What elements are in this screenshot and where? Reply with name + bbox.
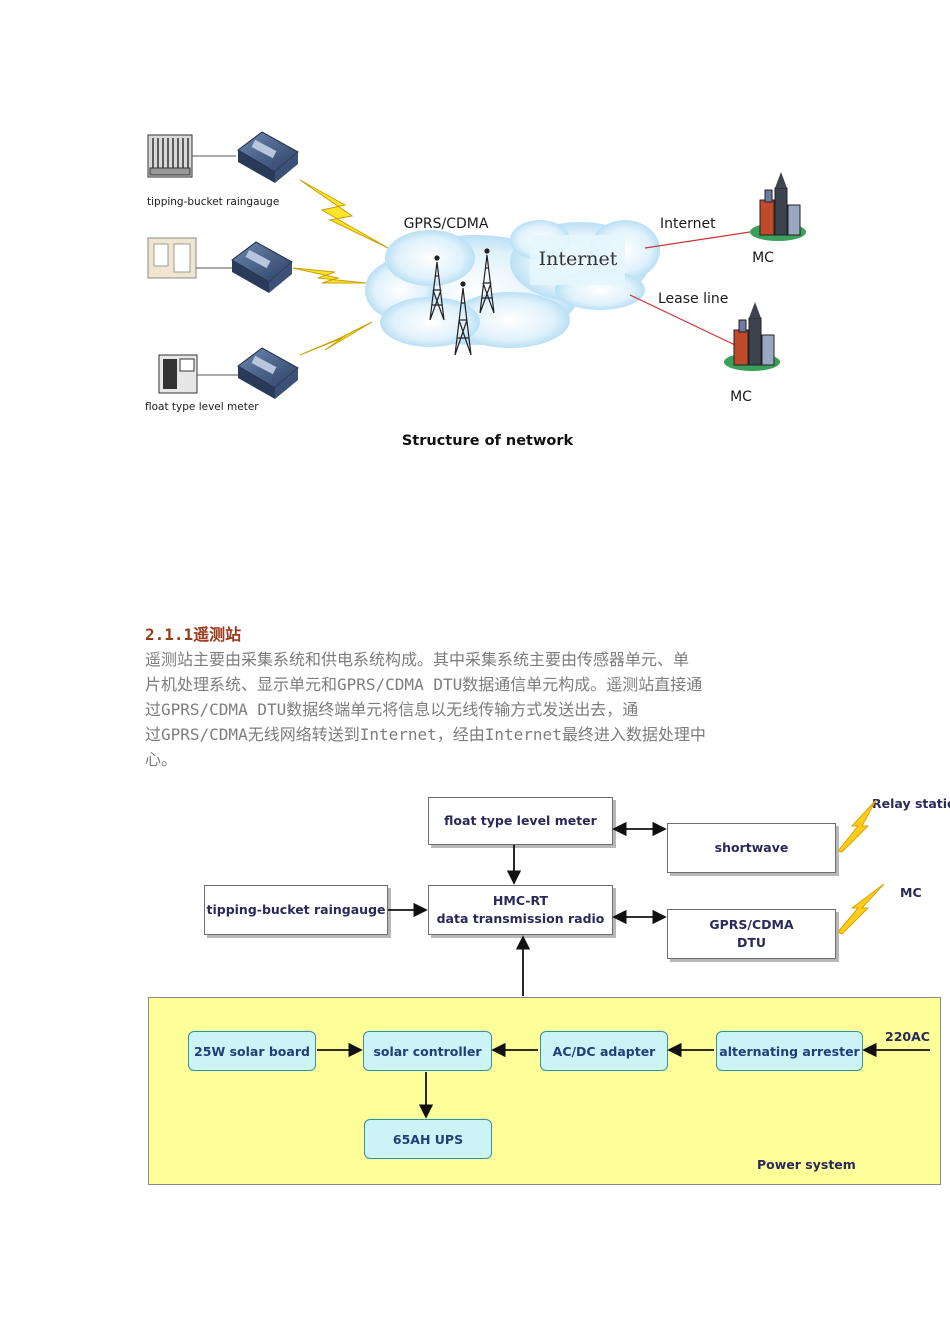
power-system-label: Power system	[757, 1157, 856, 1172]
dtu-modem-icon	[237, 131, 299, 183]
lightning-icon	[837, 799, 877, 853]
section-line: 过GPRS/CDMA无线网络转送到Internet，经由Internet最终进入…	[145, 725, 706, 744]
mc-building-icon	[724, 302, 780, 371]
power-system-panel	[148, 997, 941, 1185]
lightning-icon	[299, 179, 389, 249]
mc-top-label: MC	[752, 250, 774, 266]
mc-label: MC	[900, 885, 922, 900]
tower-icon	[454, 281, 472, 356]
mc-bottom-label: MC	[730, 389, 752, 405]
section-line: 片机处理系统、显示单元和GPRS/CDMA DTU数据通信单元构成。遥测站直接通	[145, 675, 703, 694]
figure-caption: Structure of network	[401, 433, 574, 449]
mc-building-icon	[750, 172, 806, 241]
float-meter-box: float type level meter	[428, 797, 613, 845]
hmc-rt-title: HMC-RT	[492, 893, 549, 908]
float-meter-device-icon	[158, 354, 238, 394]
lightning-icon	[837, 883, 885, 935]
gprs-dtu-title: GPRS/CDMA	[709, 917, 794, 932]
section-2-1-1: 2.1.1遥测站 遥测站主要由采集系统和供电系统构成。其中采集系统主要由传感器单…	[145, 622, 805, 772]
float-meter-label: float type level meter	[145, 401, 259, 413]
raingauge-device-icon	[147, 134, 236, 178]
section-line: 过GPRS/CDMA DTU数据终端单元将信息以无线传输方式发送出去，通	[145, 700, 639, 719]
tower-icons	[429, 248, 495, 356]
ups-box: 65AH UPS	[364, 1119, 492, 1159]
section-heading: 2.1.1遥测站	[145, 625, 242, 644]
gprs-dtu-subtitle: DTU	[736, 935, 767, 950]
relay-station-label: Relay station	[872, 796, 950, 811]
tower-icon	[429, 255, 445, 321]
shortwave-box: shortwave	[667, 823, 836, 873]
alternating-arrester-box: alternating arrester	[716, 1031, 863, 1071]
lightning-icon	[299, 321, 373, 356]
dtu-modem-icon	[231, 241, 293, 293]
gprs-dtu-box: GPRS/CDMA DTU	[667, 909, 836, 959]
section-line: 心。	[145, 750, 178, 769]
lightning-icon	[292, 267, 367, 284]
raingauge-box: tipping-bucket raingauge	[204, 885, 388, 935]
gprs-label: GPRS/CDMA	[404, 216, 489, 232]
ac-dc-adapter-box: AC/DC adapter	[540, 1031, 668, 1071]
raingauge-label: tipping-bucket raingauge	[147, 196, 279, 208]
dtu-modem-icon	[237, 347, 299, 399]
network-diagram: Internet GPRS/CDMA tippin	[145, 131, 806, 413]
internet-cloud-label: Internet	[539, 248, 618, 270]
block-diagram-connectors	[317, 799, 930, 1119]
lease-line-label: Lease line	[658, 291, 728, 307]
solar-controller-box: solar controller	[363, 1031, 492, 1071]
internet-link-label: Internet	[660, 216, 716, 232]
solar-board-box: 25W solar board	[188, 1031, 316, 1071]
ac-input-label: 220AC	[885, 1029, 930, 1044]
hmc-rt-box: HMC-RT data transmission radio	[428, 885, 613, 935]
sensor-device-icon	[147, 237, 232, 279]
internet-cloud-panel	[530, 235, 625, 285]
section-line: 遥测站主要由采集系统和供电系统构成。其中采集系统主要由传感器单元、单	[145, 650, 690, 669]
internet-link-line	[644, 231, 751, 249]
hmc-rt-subtitle: data transmission radio	[436, 911, 605, 926]
lease-line	[629, 294, 736, 346]
lightning-icons	[292, 179, 389, 356]
tower-icon	[479, 248, 495, 314]
